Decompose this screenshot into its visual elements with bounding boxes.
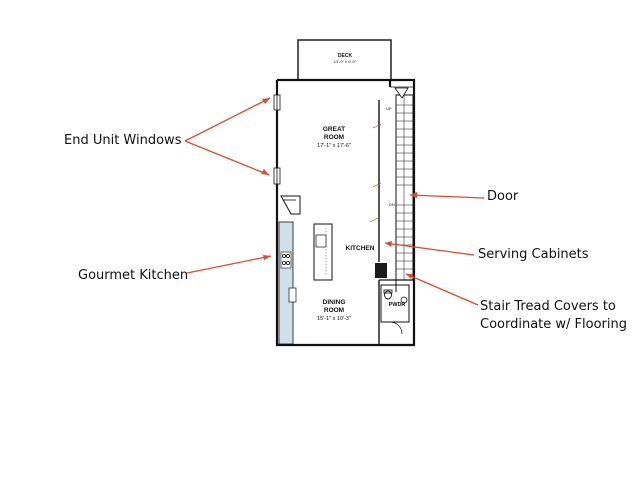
stairs: UP DN [386,87,414,281]
stair-up-label: UP [386,106,392,111]
callout-end-unit-windows: End Unit Windows [64,133,182,148]
end-unit-window-upper [273,94,281,111]
stair-tread-covers [375,263,387,278]
exterior-walls [275,78,416,347]
stair-dn-label: DN [389,202,395,207]
dining-room-label-1: DINING [323,299,346,306]
deck: DECK 13'-0" x 9'-0" [297,39,392,81]
callout-gourmet-kitchen: Gourmet Kitchen [78,268,189,283]
callout-stair-tread-line2: Coordinate w/ Flooring [480,317,627,332]
kitchen-island [313,223,333,281]
fireplace [280,195,301,215]
callout-stair-tread-line1: Stair Tread Covers to [480,299,616,314]
great-room-dims: 17'-1" x 17'-6" [317,143,351,149]
powder-room-label: PWDR [389,302,406,308]
great-room-label-1: GREAT [323,126,345,133]
callout-serving-cabinets: Serving Cabinets [478,247,589,262]
annotation-arrows [184,97,485,306]
stair-annotation-marks [369,123,382,223]
great-room-label-2: ROOM [324,134,344,141]
dining-room-dims: 15'-1" x 10'-3" [317,316,351,322]
end-unit-window-lower [273,167,281,185]
deck-label: DECK [338,53,353,59]
deck-dims: 13'-0" x 9'-0" [334,59,357,64]
kitchen-counter [278,221,297,345]
dining-room-label-2: ROOM [324,307,344,314]
kitchen-label: KITCHEN [346,245,375,252]
callout-door: Door [487,189,519,204]
powder-room: PWDR [380,284,410,335]
